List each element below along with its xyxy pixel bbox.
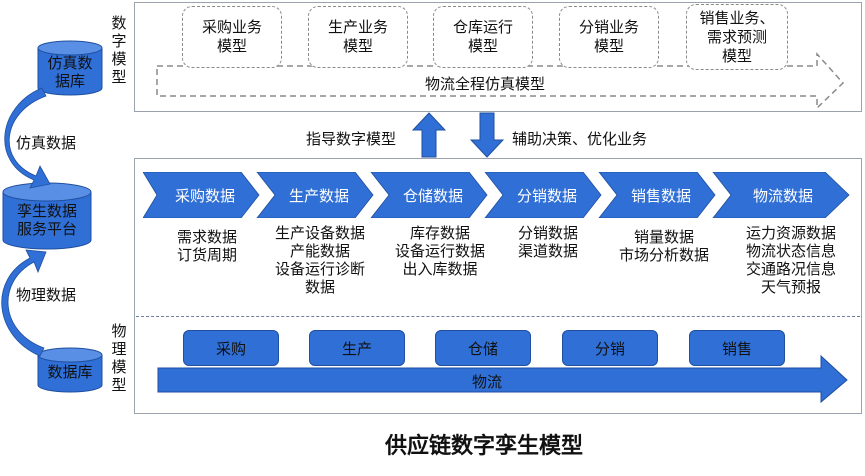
diagram-title: 供应链数字孪生模型: [385, 434, 584, 459]
sales-data-details: 销量数据 市场分析数据: [618, 228, 709, 264]
production-model-box: 生产业务 模型: [308, 6, 408, 68]
simulation-database-label: 仿真数 据库: [47, 54, 93, 90]
physical-procurement: 采购: [183, 330, 279, 366]
stage-label-production: 生产数据: [288, 186, 349, 205]
stage-label-distribution: 分销数据: [516, 186, 577, 205]
twin-platform-label: 孪生数据 服务平台: [16, 202, 77, 238]
distribution-data-details: 分销数据 渠道数据: [517, 224, 578, 260]
logistics-data-details: 运力资源数据 物流状态信息 交通路况信息 天气预报: [745, 224, 836, 296]
physical-model-label: 物 理 模 型: [111, 322, 127, 394]
stage-label-sales: 销售数据: [630, 186, 691, 205]
sales-forecast-model-box: 销售业务、 需求预测 模型: [686, 4, 788, 70]
production-data-details: 生产设备数据 产能数据 设备运行诊断 数据: [274, 224, 365, 296]
data-flow-chevrons: [143, 172, 850, 218]
simulation-database-icon: [37, 40, 103, 96]
procurement-data-details: 需求数据 订货周期: [176, 228, 237, 264]
physical-logistics-arrow: [157, 354, 848, 404]
chevron-sales-data: [598, 172, 716, 218]
logistics-sim-label: 物流全程仿真模型: [424, 75, 545, 93]
assist-decision-label: 辅助决策、优化业务: [512, 130, 648, 148]
physical-data-label: 物理数据: [16, 286, 77, 304]
stage-label-procurement: 采购数据: [174, 186, 235, 205]
physical-warehouse: 仓储: [435, 330, 531, 366]
chevron-logistics-data: [712, 172, 850, 218]
procurement-model-box: 采购业务 模型: [182, 6, 282, 68]
physical-logistics-label: 物流: [471, 373, 502, 391]
warehouse-data-details: 库存数据 设备运行数据 出入库数据: [394, 224, 485, 278]
chevron-distribution-data: [484, 172, 602, 218]
simulation-data-label: 仿真数据: [16, 134, 77, 152]
chevron-procurement-data: [143, 172, 260, 218]
guide-digital-model-label: 指导数字模型: [306, 130, 397, 148]
stage-label-warehouse: 仓储数据: [402, 186, 463, 205]
down-arrow-icon: [470, 112, 504, 158]
digital-model-label: 数 字 模 型: [111, 14, 127, 86]
physical-distribution: 分销: [562, 330, 658, 366]
distribution-model-box: 分销业务 模型: [559, 6, 659, 68]
curved-arrow-up-icon: [1, 249, 47, 357]
physical-sales: 销售: [689, 330, 785, 366]
database-icon: [37, 347, 103, 393]
chevron-warehouse-data: [370, 172, 488, 218]
stage-label-logistics: 物流数据: [752, 186, 813, 205]
chevron-production-data: [256, 172, 374, 218]
twin-platform-icon: [2, 182, 92, 250]
warehouse-model-box: 仓库运行 模型: [433, 6, 533, 68]
physical-production: 生产: [309, 330, 405, 366]
left-column-graphics: [1, 40, 103, 393]
up-arrow-icon: [412, 112, 446, 158]
curved-arrow-down-icon: [4, 87, 51, 189]
database-label: 数据库: [47, 363, 93, 381]
panel-divider: [136, 316, 860, 317]
